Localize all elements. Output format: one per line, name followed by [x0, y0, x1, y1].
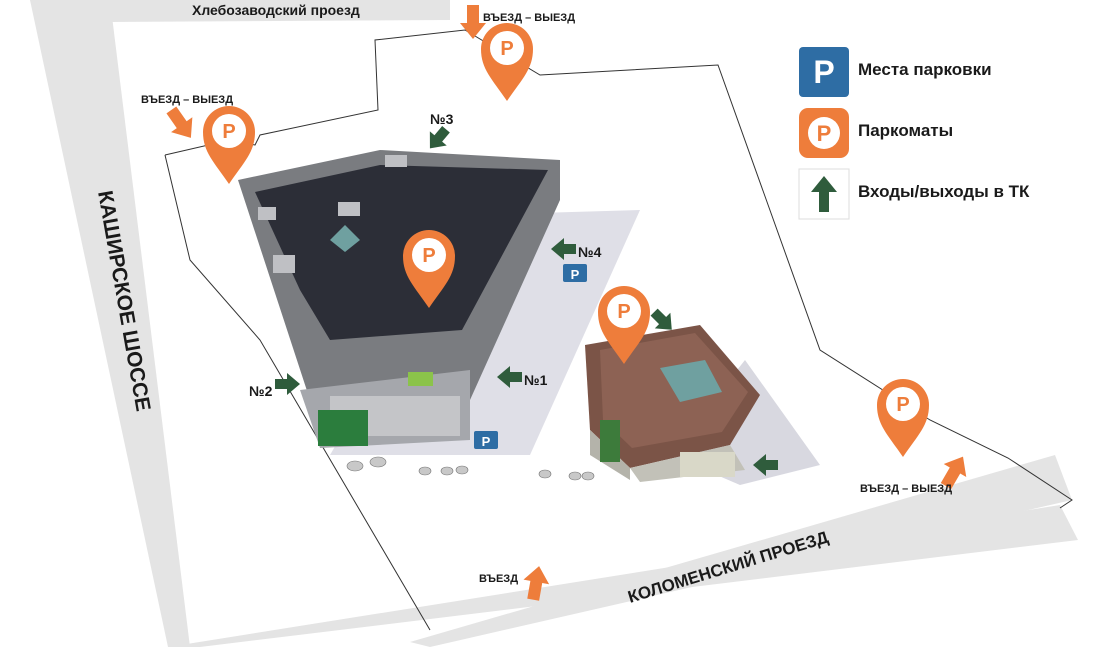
- legend-label-parkomat: Паркоматы: [858, 121, 954, 140]
- parking-sign-icon: P: [563, 264, 587, 282]
- svg-text:P: P: [817, 121, 832, 146]
- entrance-label-4: №4: [578, 244, 602, 260]
- parkomat-pin-icon: P: [403, 230, 455, 308]
- entrance-label-1: №1: [524, 372, 548, 388]
- territory-boundary-left: [164, 154, 431, 631]
- road-khlebozavodsky: [30, 0, 450, 22]
- road-kolomensky-upper: [410, 455, 1072, 647]
- svg-text:P: P: [500, 38, 513, 60]
- entrance-label-2: №2: [249, 383, 273, 399]
- svg-text:P: P: [222, 121, 235, 143]
- svg-text:P: P: [617, 301, 630, 323]
- entrance-arrow-icon: [275, 373, 300, 395]
- svg-text:P: P: [896, 394, 909, 416]
- building-east: [585, 325, 760, 482]
- legend: P Места парковки P Паркоматы Входы/выход…: [798, 46, 1098, 229]
- parkomat-pin-icon: P: [481, 23, 533, 101]
- entrance-label-3: №3: [430, 111, 454, 127]
- legend-row-parking: P Места парковки: [798, 46, 1098, 107]
- legend-row-parkomat: P Паркоматы: [798, 107, 1098, 168]
- gate-label-left: ВЪЕЗД – ВЫЕЗД: [141, 94, 233, 106]
- street-label-top: Хлебозаводский проезд: [192, 2, 360, 18]
- svg-text:P: P: [571, 267, 580, 282]
- gate-label-top: ВЪЕЗД – ВЫЕЗД: [483, 12, 575, 24]
- svg-text:P: P: [422, 245, 435, 267]
- parkomat-pin-icon: P: [877, 379, 929, 457]
- building-main: [238, 150, 560, 448]
- legend-label-parking: Места парковки: [858, 60, 992, 79]
- legend-label-entrance: Входы/выходы в ТК: [858, 182, 1030, 201]
- parking-sign-icon: P: [474, 431, 498, 449]
- parking-sign-icon: P: [799, 47, 849, 97]
- svg-text:P: P: [482, 434, 491, 449]
- parked-cars: [346, 456, 595, 481]
- gate-label-bottom: ВЪЕЗД: [479, 573, 518, 585]
- legend-row-entrance: Входы/выходы в ТК: [798, 168, 1098, 229]
- gate-arrow-icon: [160, 102, 202, 146]
- entrance-arrow-icon: [798, 168, 850, 220]
- parkomat-icon: P: [799, 108, 849, 158]
- entrance-arrow-icon: [421, 122, 455, 156]
- gate-label-right: ВЪЕЗД – ВЫЕЗД: [860, 483, 952, 495]
- svg-text:P: P: [813, 54, 834, 90]
- road-kashirskoe: [30, 0, 190, 647]
- parkomat-pin-icon: P: [203, 106, 255, 184]
- parkomat-pin-icon: P: [598, 286, 650, 364]
